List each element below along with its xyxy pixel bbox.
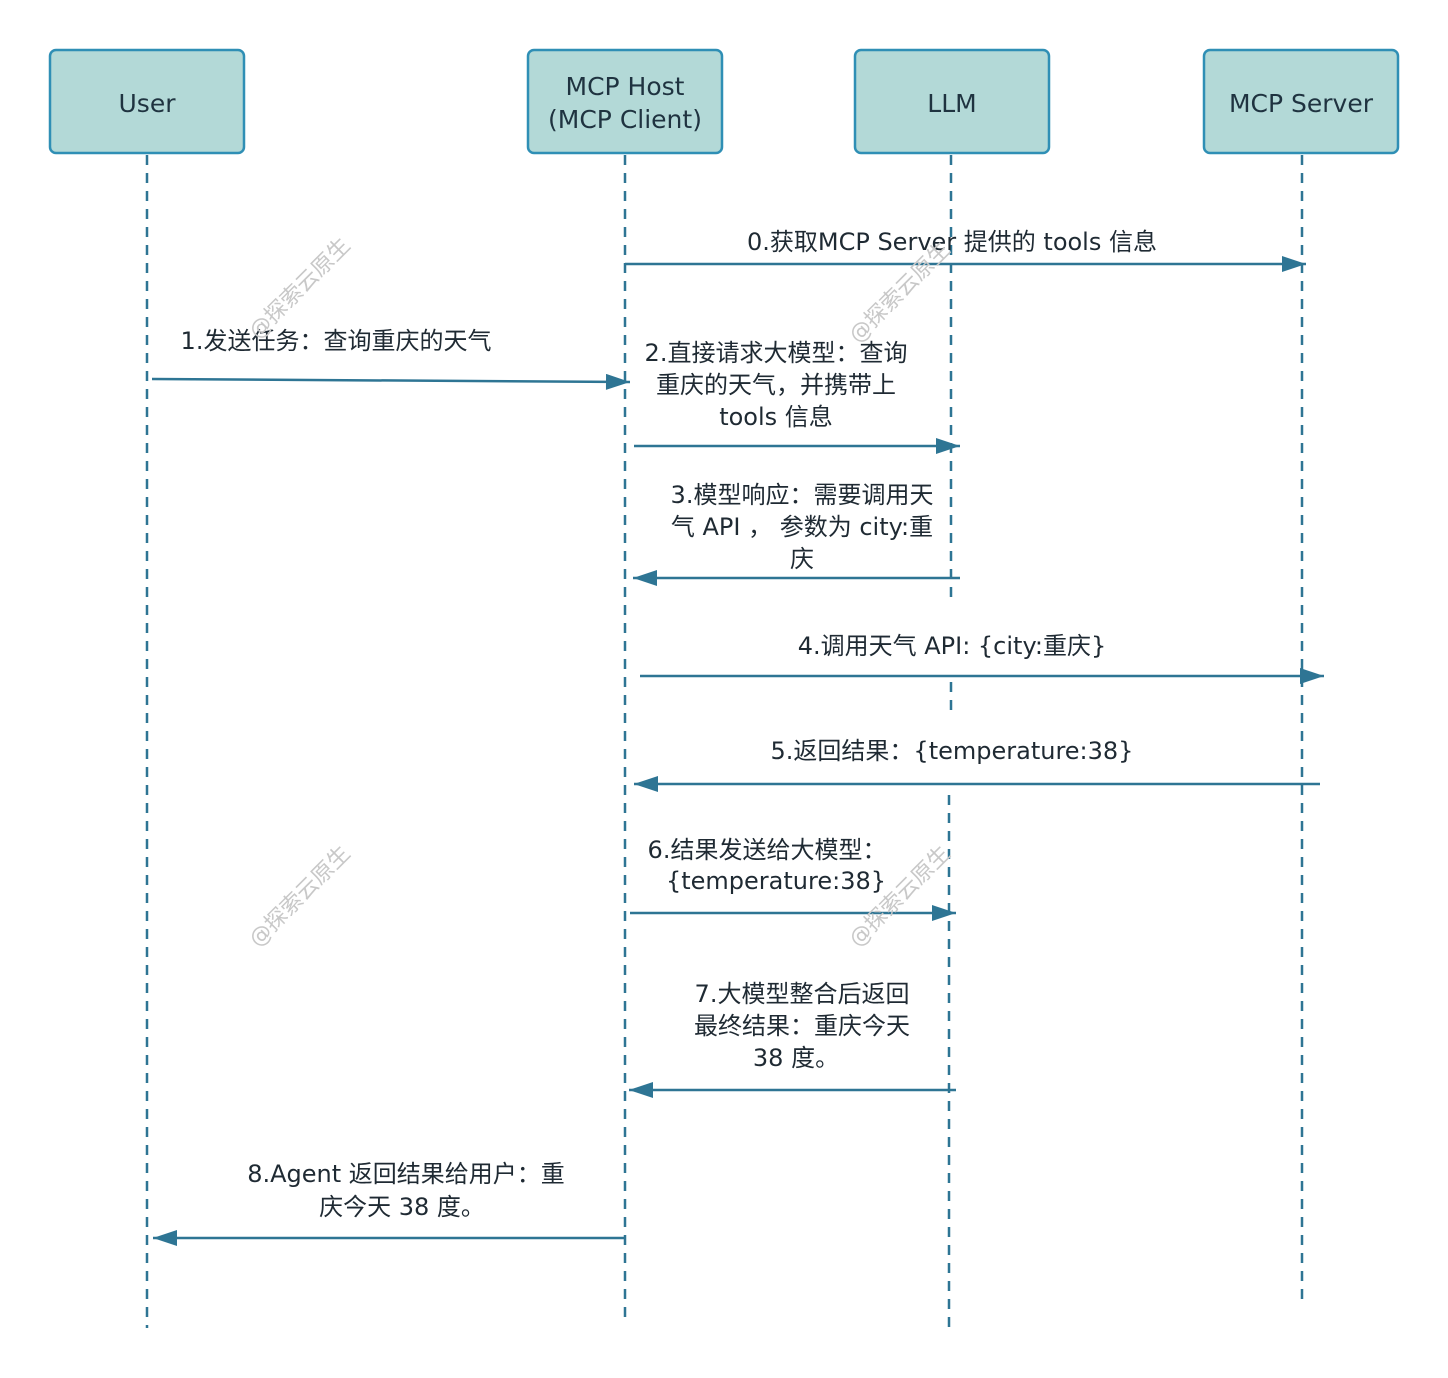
arrow-1 — [151, 373, 631, 390]
actor-mcp-server: MCP Server — [1202, 48, 1400, 155]
message-7: 7.大模型整合后返回 最终结果：重庆今天 38 度。 — [629, 980, 956, 1098]
message-8: 8.Agent 返回结果给用户：重 庆今天 38 度。 — [153, 1160, 625, 1246]
message-7-label-line1: 7.大模型整合后返回 — [695, 980, 910, 1008]
message-2: 2.直接请求大模型：查询 重庆的天气，并携带上 tools 信息 — [634, 339, 960, 454]
message-3: 3.模型响应：需要调用天 气 API ， 参数为 city:重 庆 — [633, 481, 960, 586]
message-0: 0.获取MCP Server 提供的 tools 信息 — [625, 228, 1306, 272]
message-6-label-line2: {temperature:38} — [666, 867, 886, 895]
message-8-label-line2: 庆今天 38 度。 — [319, 1193, 485, 1221]
message-4-label: 4.调用天气 API: {city:重庆} — [798, 632, 1107, 660]
message-3-label-line3: 庆 — [790, 545, 814, 573]
message-8-label-line1: 8.Agent 返回结果给用户：重 — [247, 1160, 565, 1188]
message-3-label-line2: 气 API ， 参数为 city:重 — [671, 513, 933, 541]
actor-user: User — [48, 48, 246, 155]
actor-host-label-line1: MCP Host — [566, 72, 685, 101]
lifelines — [145, 155, 1304, 1328]
message-5: 5.返回结果：{temperature:38} — [634, 737, 1320, 792]
message-1-label: 1.发送任务：查询重庆的天气 — [181, 327, 492, 355]
actor-llm-label: LLM — [927, 89, 976, 118]
message-6-label-line1: 6.结果发送给大模型： — [648, 836, 887, 864]
actor-host-label-line2: (MCP Client) — [548, 105, 702, 134]
message-2-label-line1: 2.直接请求大模型：查询 — [645, 339, 908, 367]
watermark-3: @探索云原生 — [245, 841, 356, 952]
message-7-label-line3: 38 度。 — [753, 1044, 839, 1072]
message-2-label-line3: tools 信息 — [719, 403, 833, 431]
message-5-label: 5.返回结果：{temperature:38} — [771, 737, 1134, 765]
message-1: 1.发送任务：查询重庆的天气 — [151, 327, 631, 390]
message-3-label-line1: 3.模型响应：需要调用天 — [671, 481, 934, 509]
actor-mcp-host: MCP Host (MCP Client) — [526, 48, 724, 155]
message-7-label-line2: 最终结果：重庆今天 — [694, 1012, 910, 1040]
message-0-label: 0.获取MCP Server 提供的 tools 信息 — [747, 228, 1157, 256]
actor-server-label: MCP Server — [1229, 89, 1374, 118]
message-4: 4.调用天气 API: {city:重庆} — [640, 632, 1324, 684]
actor-user-label: User — [119, 89, 177, 118]
actor-llm: LLM — [853, 48, 1051, 155]
message-6: 6.结果发送给大模型： {temperature:38} — [630, 836, 956, 921]
message-2-label-line2: 重庆的天气，并携带上 — [656, 371, 896, 399]
